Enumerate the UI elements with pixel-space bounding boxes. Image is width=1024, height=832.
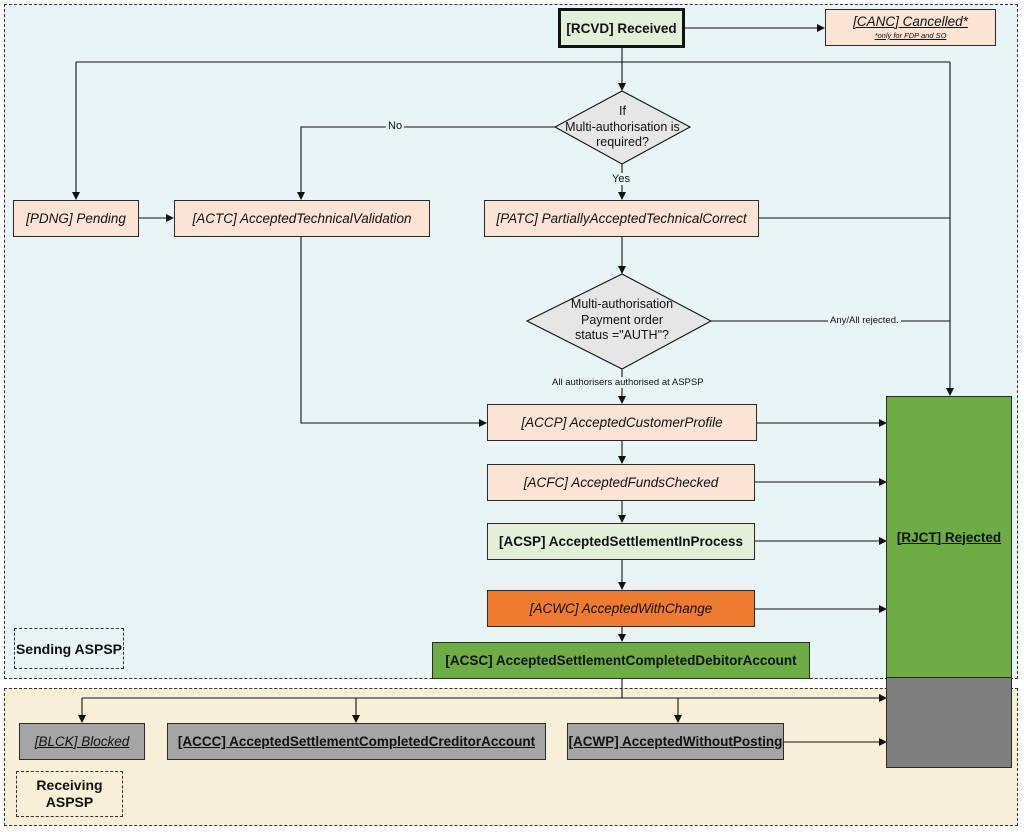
label-all-authorised: All authorisers authorised at ASPSP	[550, 377, 706, 388]
label-any-all-rejected: Any/All rejected.	[828, 315, 901, 326]
node-rjct: [RJCT] Rejected	[886, 396, 1012, 677]
node-canc-note: *only for FDP and SO	[874, 30, 947, 40]
node-acsp: [ACSP] AcceptedSettlementInProcess	[487, 523, 755, 560]
decision-multi-auth-required	[553, 90, 692, 165]
node-canc: [CANC] Cancelled* *only for FDP and SO	[825, 9, 996, 46]
node-rcvd: [RCVD] Received	[558, 8, 685, 48]
node-acwc: [ACWC] AcceptedWithChange	[487, 590, 755, 627]
edge-decision1-no	[297, 126, 555, 200]
node-accc: [ACCC] AcceptedSettlementCompletedCredit…	[167, 723, 546, 760]
node-patc: [PATC] PartiallyAcceptedTechnicalCorrect	[484, 200, 759, 237]
node-acfc: [ACFC] AcceptedFundsChecked	[487, 464, 755, 501]
node-accp: [ACCP] AcceptedCustomerProfile	[487, 404, 757, 441]
decision1-text: If Multi-authorisation is required?	[555, 104, 690, 151]
decision1-line3: required?	[596, 135, 649, 150]
sending-aspsp-zone	[4, 4, 1018, 679]
decision2-line3: status ="AUTH"?	[575, 328, 669, 343]
edge-actc-accp	[300, 237, 487, 427]
node-acsc: [ACSC] AcceptedSettlementCompletedDebito…	[432, 642, 810, 679]
node-acwp: [ACWP] AcceptedWithoutPosting	[567, 723, 784, 760]
node-pdng: [PDNG] Pending	[13, 200, 139, 237]
decision2-text: Multi-authorisation Payment order status…	[542, 297, 702, 344]
decision2-line1: Multi-authorisation	[570, 297, 674, 311]
decision1-line1: If	[619, 104, 626, 118]
decision1-line2: Multi-authorisation is	[565, 119, 680, 134]
receiving-label-line1: Receiving	[36, 776, 103, 793]
sending-aspsp-label: Sending ASPSP	[14, 628, 124, 669]
node-actc: [ACTC] AcceptedTechnicalValidation	[174, 200, 430, 237]
decision2-line2: Payment order	[581, 312, 663, 327]
node-canc-title: [CANC] Cancelled*	[853, 13, 968, 29]
decision-auth-status	[525, 273, 713, 370]
node-rjct-receiving-part	[886, 677, 1012, 768]
label-yes: Yes	[610, 173, 632, 185]
node-blck: [BLCK] Blocked	[19, 723, 145, 760]
label-no: No	[386, 120, 405, 132]
receiving-aspsp-label: Receiving ASPSP	[16, 771, 123, 817]
receiving-label-line2: ASPSP	[45, 794, 94, 810]
